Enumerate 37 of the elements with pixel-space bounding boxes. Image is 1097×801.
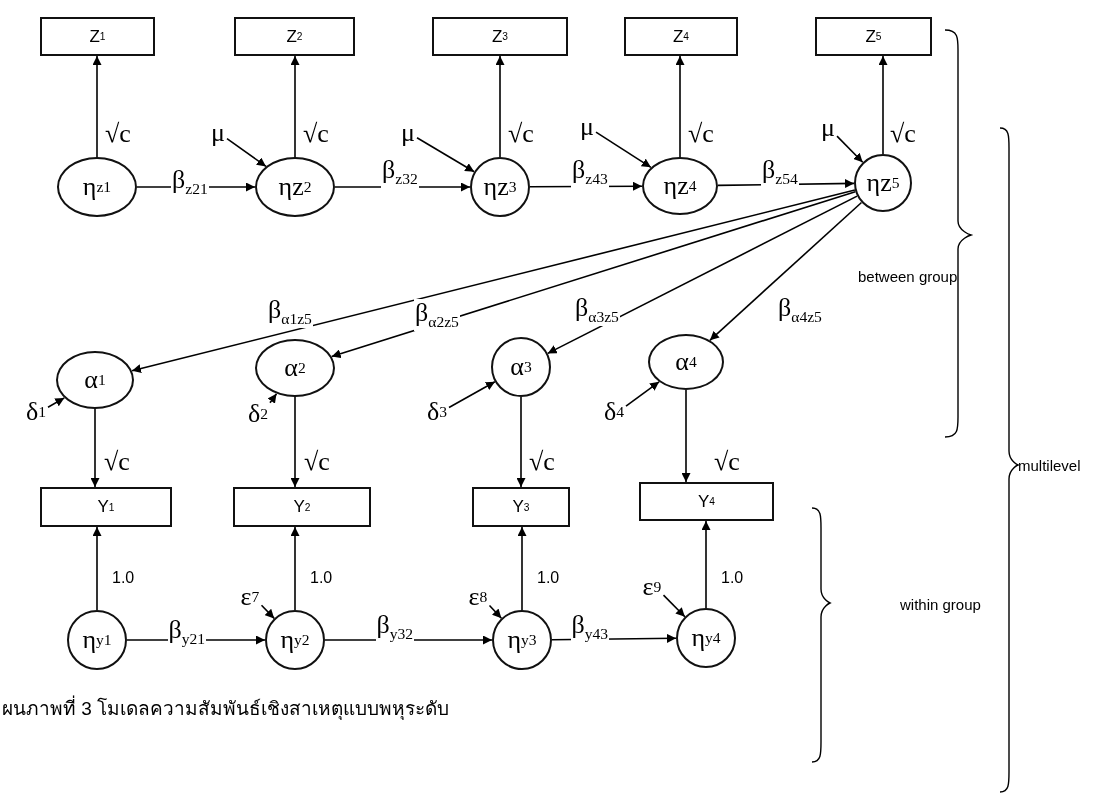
arrow	[267, 392, 278, 404]
group-label: between group	[858, 268, 958, 285]
arrow	[878, 55, 888, 155]
arrow	[662, 594, 686, 618]
edge-label: β$_{α2z5}$	[414, 299, 460, 331]
arrow	[595, 131, 652, 169]
group-label: multilevel	[1018, 457, 1081, 474]
arrow	[131, 189, 856, 373]
arrow	[675, 55, 685, 158]
error-term-label: μ	[211, 120, 225, 146]
arrow	[681, 389, 691, 483]
arrow	[625, 381, 660, 407]
arrow	[836, 135, 864, 164]
arrow	[701, 520, 711, 609]
arrow	[290, 526, 300, 611]
arrow	[47, 397, 66, 409]
arrow	[92, 526, 102, 611]
arrow	[546, 195, 858, 355]
arrow	[290, 55, 300, 158]
arrow	[330, 190, 857, 359]
arrow	[495, 55, 505, 158]
error-term-label: μ	[580, 114, 594, 140]
arrow	[290, 396, 300, 488]
arrow	[226, 137, 267, 168]
arrow	[260, 604, 275, 620]
figure-caption: ผนภาพที่ 3 โมเดลความสัมพันธ์เชิงสาเหตุแบบพหุระดับ	[2, 693, 450, 723]
group-label: within group	[900, 596, 981, 613]
arrow	[516, 396, 526, 488]
arrow	[92, 55, 102, 158]
arrow	[90, 408, 100, 488]
arrow	[709, 201, 863, 342]
arrow	[448, 380, 496, 409]
arrow	[517, 526, 527, 611]
arrow	[488, 604, 503, 619]
arrow	[416, 136, 475, 173]
error-term-label: μ	[821, 115, 835, 141]
error-term-label: μ	[401, 120, 415, 146]
